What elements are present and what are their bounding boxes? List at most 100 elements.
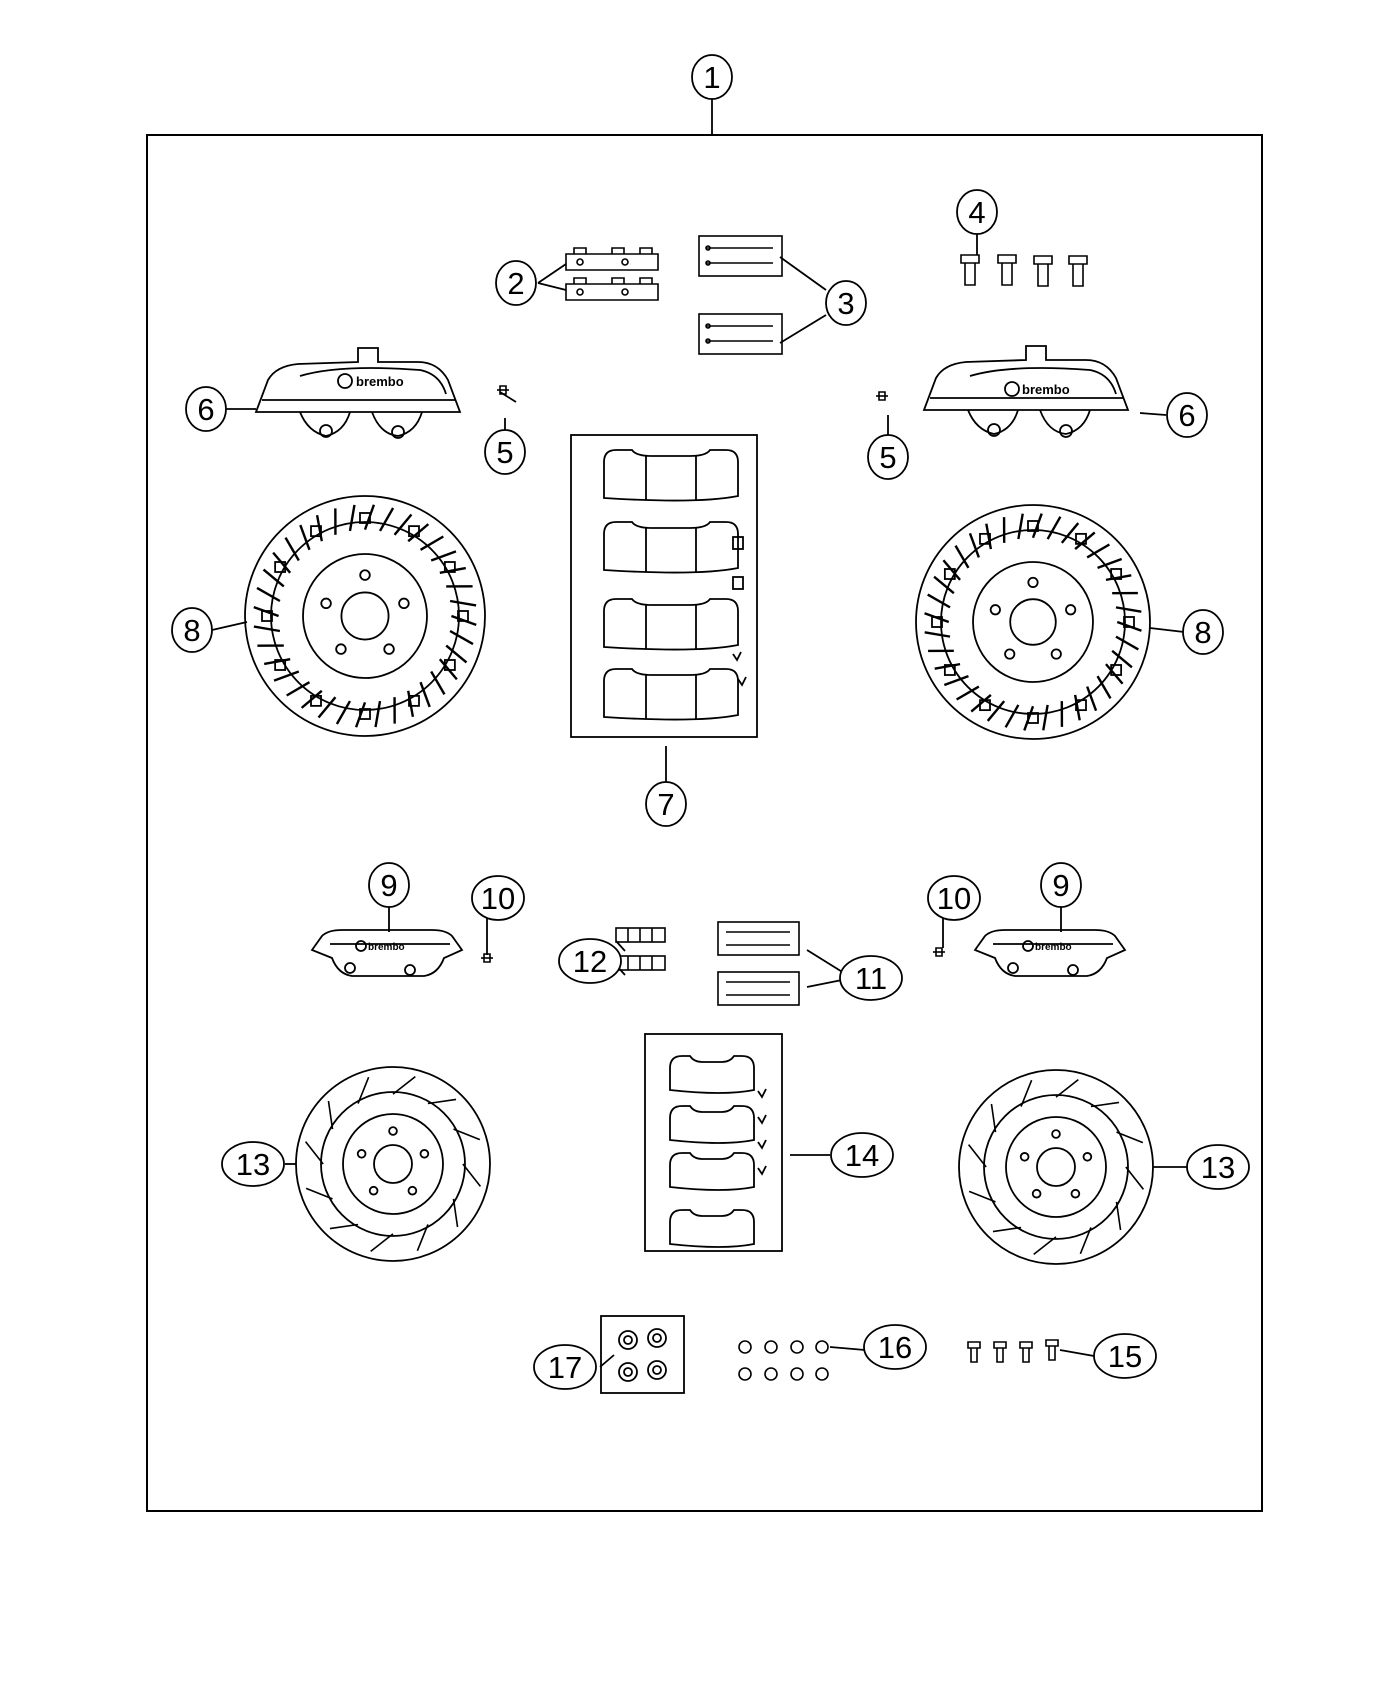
rotor-slot — [1033, 1236, 1057, 1256]
brake-pad — [603, 668, 739, 721]
callout-ellipse — [221, 1141, 285, 1187]
piston-seal-kit — [600, 1315, 685, 1394]
callout-c14: 14 — [830, 1132, 894, 1178]
lug-hole — [383, 643, 395, 655]
callout-c9a: 9 — [368, 862, 410, 908]
small-bolt — [967, 1341, 981, 1363]
lug-hole — [419, 1149, 430, 1159]
rotor-slot — [419, 535, 444, 551]
rotor-bobbin — [1027, 520, 1039, 532]
rotor-slot — [992, 1226, 1022, 1233]
brake-pad — [603, 521, 739, 574]
washer — [790, 1367, 804, 1381]
rotor-slot — [449, 599, 477, 607]
brake-pad — [603, 598, 739, 651]
callout-ellipse — [839, 955, 903, 1001]
lug-hole — [1027, 576, 1039, 588]
callout-c8a: 8 — [171, 607, 213, 653]
callout-c8b: 8 — [1182, 609, 1224, 655]
callout-c13a: 13 — [221, 1141, 285, 1187]
rotor-slot — [1073, 694, 1081, 721]
lug-hole — [388, 1126, 398, 1136]
rotor-slot — [445, 644, 468, 664]
front-caliper-right: brembo — [922, 345, 1130, 438]
front-rotor-left — [244, 495, 486, 737]
bolt — [1033, 255, 1053, 287]
rotor-slot — [416, 1224, 429, 1252]
rear-pin-kits — [717, 921, 800, 1006]
callout-number: 13 — [236, 1147, 270, 1182]
rotor-bobbin — [274, 659, 287, 671]
callout-c11: 11 — [839, 955, 903, 1001]
lug-hole — [320, 597, 332, 610]
rear-caliper-left: brembo — [310, 929, 464, 977]
lug-hole — [1065, 604, 1077, 616]
lug-hole — [407, 1185, 418, 1196]
rotor-bobbin — [1075, 532, 1087, 545]
front-caliper-left: brembo — [254, 347, 462, 439]
rotor-slot — [427, 1098, 457, 1105]
callout-number: 15 — [1108, 1339, 1142, 1374]
rotor-slot — [990, 1103, 997, 1133]
rotor-slot — [934, 662, 961, 670]
lug-hole — [359, 569, 371, 581]
callout-number: 16 — [878, 1330, 912, 1365]
washer — [764, 1340, 778, 1354]
bolt — [1068, 255, 1088, 287]
front-brake-pad-set — [570, 434, 758, 738]
rotor-slot — [927, 593, 951, 609]
rotor-slot — [1115, 606, 1142, 613]
rotor-slot — [329, 1223, 359, 1230]
callout-number: 7 — [657, 787, 674, 822]
rotor-slot — [970, 694, 992, 713]
callout-c5b: 5 — [867, 434, 909, 480]
small-bolts — [967, 1339, 1059, 1363]
rotor-slot — [943, 675, 969, 687]
callout-number: 9 — [1052, 868, 1069, 903]
rotor-slot — [374, 700, 382, 728]
pad-spring — [757, 1165, 767, 1176]
rotor-slot — [1086, 543, 1110, 559]
small-bolt — [1045, 1339, 1059, 1361]
callout-ellipse — [171, 607, 213, 653]
callout-c4: 4 — [956, 189, 998, 235]
callout-ellipse — [471, 875, 525, 921]
rear-bleeder-screws — [481, 947, 945, 963]
brand-text-left: brembo — [356, 374, 404, 389]
rotor-slot — [968, 532, 980, 558]
callout-c13b: 13 — [1186, 1144, 1250, 1190]
brake-pad — [669, 1209, 755, 1248]
rotor-slot — [1017, 513, 1024, 540]
callout-number: 2 — [507, 266, 524, 301]
rotor-bobbin — [1027, 712, 1039, 724]
rotor-bobbin — [1075, 699, 1087, 712]
lug-hole — [989, 604, 1001, 616]
bleeder-screws — [497, 385, 888, 401]
rotor-slot — [1125, 1166, 1145, 1190]
rotor-bobbin — [931, 616, 943, 628]
lug-hole — [398, 597, 410, 610]
pad-shim — [732, 536, 744, 550]
rotor-slot — [1105, 574, 1132, 582]
rear-caliper-right: brembo — [973, 929, 1127, 977]
callout-ellipse — [867, 434, 909, 480]
callout-number: 6 — [1178, 398, 1195, 433]
brake-pad — [669, 1152, 755, 1191]
callout-c16: 16 — [863, 1324, 927, 1370]
callout-number: 8 — [183, 613, 200, 648]
rotor-bobbin — [1110, 568, 1123, 580]
rotor-hat — [320, 1091, 466, 1237]
callout-number: 8 — [1194, 615, 1211, 650]
rotor-bobbin — [457, 610, 469, 622]
rotor-center-bore — [1036, 1147, 1076, 1187]
rotor-slot — [1086, 686, 1098, 712]
pad-spring — [732, 651, 742, 662]
pad-clip-pair — [565, 247, 659, 301]
callout-ellipse — [368, 862, 410, 908]
rotor-slot — [392, 1075, 416, 1095]
washer — [815, 1340, 829, 1354]
callout-number: 17 — [548, 1350, 582, 1385]
rotor-hub-face — [1005, 1116, 1107, 1218]
rotor-slot — [933, 575, 955, 595]
